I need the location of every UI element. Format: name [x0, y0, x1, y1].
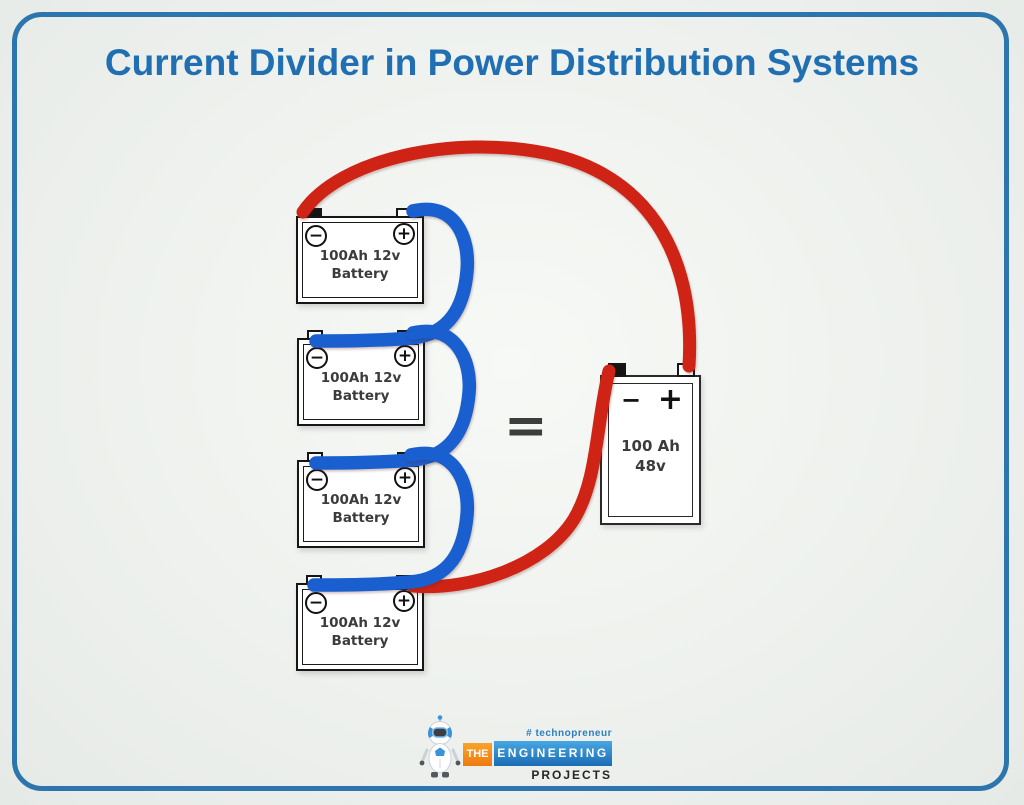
- battery-inner-border: − + 100 Ah 48v: [608, 382, 693, 517]
- minus-terminal: −: [305, 225, 327, 247]
- battery-label: 100Ah 12v Battery: [298, 248, 422, 283]
- battery-12v-4: − + 100Ah 12v Battery: [296, 575, 424, 671]
- battery-12v-2: − + 100Ah 12v Battery: [297, 330, 425, 426]
- plus-terminal: +: [394, 345, 416, 367]
- rounded-border-frame: [12, 12, 1009, 791]
- battery4-minus-nub: [306, 575, 322, 585]
- battery-label-line2: Battery: [331, 632, 389, 649]
- logo-word-engineering: ENGINEERING: [494, 741, 612, 766]
- battery4-plus-nub: [396, 575, 412, 585]
- plus-terminal: +: [657, 382, 683, 417]
- minus-terminal: −: [306, 347, 328, 369]
- battery-12v-3: − + 100Ah 12v Battery: [297, 452, 425, 548]
- plus-terminal: +: [393, 223, 415, 245]
- battery-label-line2: 48v: [635, 457, 666, 476]
- plus-terminal: +: [394, 467, 416, 489]
- page-title: Current Divider in Power Distribution Sy…: [104, 42, 920, 83]
- battery-label-line2: Battery: [332, 387, 390, 404]
- equals-sign: =: [504, 396, 548, 456]
- battery-12v-1: − + 100Ah 12v Battery: [296, 208, 424, 304]
- battery-label: 100Ah 12v Battery: [299, 492, 423, 527]
- brand-logo: # technopreneur THE ENGINEERING PROJECTS: [414, 714, 614, 786]
- minus-terminal: −: [306, 469, 328, 491]
- battery3-plus-nub: [397, 452, 413, 462]
- battery-label-line1: 100Ah 12v: [319, 615, 401, 631]
- robot-mascot-icon: [419, 715, 461, 778]
- battery2-minus-nub: [307, 330, 323, 340]
- battery48v-plus-nub: [677, 363, 695, 377]
- battery-48v-equivalent: − + 100 Ah 48v: [600, 363, 701, 525]
- battery3-minus-nub: [307, 452, 323, 462]
- battery-label-line1: 100 Ah: [621, 437, 680, 455]
- hashtag-technopreneur: # technopreneur: [526, 728, 612, 739]
- minus-terminal: −: [305, 592, 327, 614]
- battery-label-line2: Battery: [331, 265, 389, 282]
- battery48v-minus-nub: [608, 363, 626, 377]
- logo-word-the: THE: [463, 743, 492, 766]
- battery1-plus-nub: [396, 208, 412, 218]
- minus-terminal: −: [621, 386, 642, 414]
- battery-label: 100 Ah 48v: [609, 436, 692, 477]
- battery2-plus-nub: [397, 330, 413, 340]
- battery-label-line1: 100Ah 12v: [320, 492, 402, 508]
- battery1-minus-nub: [306, 208, 322, 218]
- battery-label: 100Ah 12v Battery: [299, 370, 423, 405]
- battery-label-line1: 100Ah 12v: [319, 248, 401, 264]
- battery-label-line2: Battery: [332, 509, 390, 526]
- battery-label-line1: 100Ah 12v: [320, 370, 402, 386]
- plus-terminal: +: [393, 590, 415, 612]
- battery-label: 100Ah 12v Battery: [298, 615, 422, 650]
- logo-word-projects: PROJECTS: [531, 768, 612, 782]
